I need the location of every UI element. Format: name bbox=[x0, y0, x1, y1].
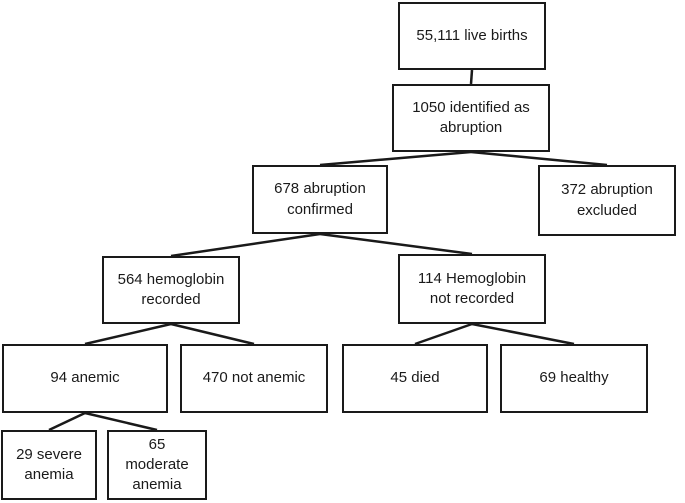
node-severe-anemia-label: 29 severe anemia bbox=[16, 445, 82, 483]
node-died-label: 45 died bbox=[390, 369, 440, 387]
node-anemic: 94 anemic bbox=[2, 344, 168, 413]
node-hemoglobin-not-recorded-label: 114 Hemoglobin not recorded bbox=[417, 269, 527, 307]
connector-anemic-to-severe bbox=[48, 411, 86, 432]
node-live-births-label: 55,111 live births bbox=[416, 26, 528, 44]
connector-confirmed-to-hb_not_recorded bbox=[319, 232, 473, 256]
node-identified-abruption: 1050 identified as abruption bbox=[392, 84, 550, 152]
connector-identified-to-excluded bbox=[470, 150, 608, 167]
node-died: 45 died bbox=[342, 344, 488, 413]
node-abruption-confirmed: 678 abruption confirmed bbox=[252, 165, 388, 234]
node-moderate-anemia: 65 moderate anemia bbox=[107, 430, 207, 500]
node-hemoglobin-recorded-label: 564 hemoglobin recorded bbox=[117, 270, 225, 308]
connector-identified-to-confirmed bbox=[319, 150, 472, 167]
connector-live_births-to-identified bbox=[469, 69, 474, 85]
node-healthy: 69 healthy bbox=[500, 344, 648, 413]
node-abruption-excluded-label: 372 abruption excluded bbox=[561, 181, 653, 219]
node-not-anemic: 470 not anemic bbox=[180, 344, 328, 413]
node-identified-abruption-label: 1050 identified as abruption bbox=[412, 98, 530, 136]
node-abruption-confirmed-label: 678 abruption confirmed bbox=[274, 180, 366, 218]
node-hemoglobin-not-recorded: 114 Hemoglobin not recorded bbox=[398, 254, 546, 324]
connector-confirmed-to-hb_recorded bbox=[170, 232, 321, 258]
connector-hb_not_recorded-to-healthy bbox=[471, 322, 575, 346]
node-live-births: 55,111 live births bbox=[398, 2, 546, 70]
node-moderate-anemia-label: 65 moderate anemia bbox=[125, 435, 189, 494]
node-healthy-label: 69 healthy bbox=[539, 369, 609, 387]
node-not-anemic-label: 470 not anemic bbox=[202, 369, 306, 387]
node-anemic-label: 94 anemic bbox=[50, 369, 120, 387]
connector-anemic-to-moderate bbox=[84, 411, 158, 432]
connector-hb_not_recorded-to-died bbox=[414, 322, 473, 346]
connector-hb_recorded-to-anemic bbox=[84, 322, 172, 346]
node-hemoglobin-recorded: 564 hemoglobin recorded bbox=[102, 256, 240, 324]
node-severe-anemia: 29 severe anemia bbox=[1, 430, 97, 500]
connector-hb_recorded-to-not_anemic bbox=[170, 322, 255, 346]
node-abruption-excluded: 372 abruption excluded bbox=[538, 165, 676, 236]
